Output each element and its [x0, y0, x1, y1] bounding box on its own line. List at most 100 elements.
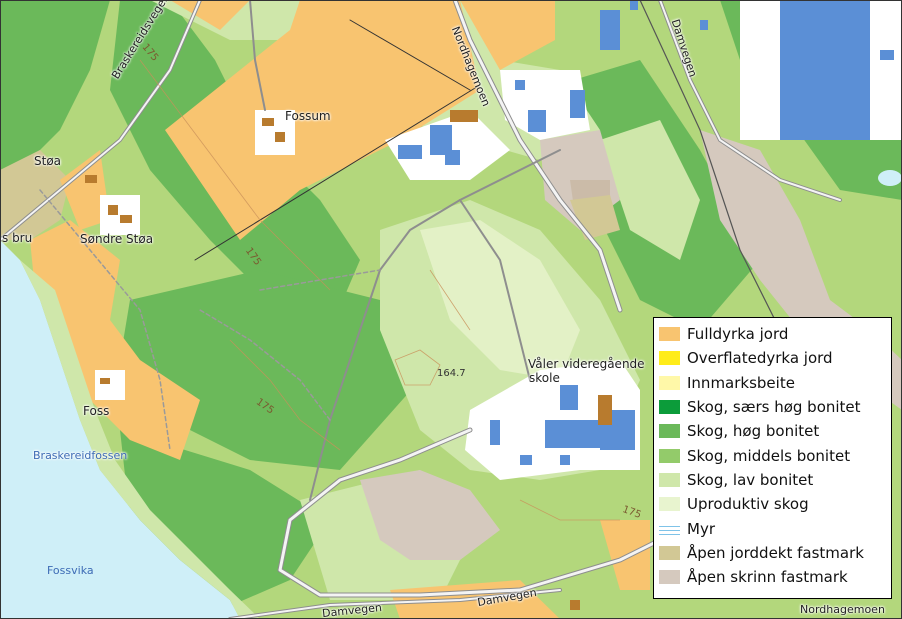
power-line: [194, 84, 481, 261]
legend-swatch: [659, 327, 680, 342]
place-label-fossum: Fossum: [285, 109, 331, 123]
legend-label: Fulldyrka jord: [687, 325, 789, 344]
building: [560, 455, 570, 465]
legend-label: Skog, høg bonitet: [687, 422, 820, 441]
place-label-foss: Foss: [83, 404, 110, 418]
legend-label: Åpen jorddekt fastmark: [687, 543, 864, 562]
contour-line: [394, 349, 441, 386]
building: [445, 150, 460, 165]
lake-water: [0, 240, 240, 619]
power-line: [349, 19, 471, 91]
building: [520, 455, 532, 465]
contour-line: [229, 339, 341, 451]
school-building: [545, 420, 605, 448]
path-dashed: [259, 269, 381, 291]
legend-swatch: [659, 522, 680, 535]
legend-swatch: [659, 351, 680, 366]
legend-item: Skog, middels bonitet: [659, 443, 886, 467]
building: [430, 125, 452, 155]
legend-swatch: [659, 448, 680, 463]
farm-building: [108, 205, 118, 215]
place-label-valer-skole-line2: skole: [529, 371, 560, 385]
forest-high-area: [120, 270, 420, 470]
legend-item: Uproduktiv skog: [659, 492, 886, 516]
farm-building: [262, 118, 274, 126]
farm-site: [95, 370, 125, 400]
legend-swatch: [659, 424, 680, 439]
legend-label: Skog, særs høg bonitet: [687, 398, 861, 417]
legend-swatch: [659, 497, 680, 512]
road-inner: [309, 199, 461, 501]
cultivated-field: [60, 150, 110, 230]
water-label-fossvika: Fossvika: [47, 564, 94, 577]
open-soil-area: [0, 150, 70, 240]
building: [880, 50, 894, 60]
road-label-nordhagemoen-bottom: Nordhagemoen: [800, 603, 885, 616]
legend-swatch: [659, 375, 680, 390]
legend-item: Skog, særs høg bonitet: [659, 395, 886, 419]
legend-item: Fulldyrka jord: [659, 322, 886, 346]
shore-strip: [20, 260, 260, 619]
cultivated-field: [165, 0, 480, 240]
legend-item: Skog, lav bonitet: [659, 468, 886, 492]
place-label-sondre-stoa: Søndre Støa: [80, 232, 154, 246]
farm-building: [450, 110, 478, 122]
legend-item: Åpen skrinn fastmark: [659, 565, 886, 589]
road-farm: [199, 309, 331, 421]
legend-item: Åpen jorddekt fastmark: [659, 541, 886, 565]
legend-label: Innmarksbeite: [687, 373, 795, 392]
path-dashed: [39, 189, 171, 451]
water-label-braskereidfossen: Braskereidfossen: [33, 449, 128, 462]
legend-label: Skog, middels bonitet: [687, 446, 851, 465]
farm-building: [85, 175, 97, 183]
contour-line: [139, 59, 331, 291]
road-nordhagemoen: [453, 0, 622, 312]
bare-ground-area: [360, 470, 500, 560]
legend-label: Uproduktiv skog: [687, 495, 809, 514]
road-inner: [459, 199, 531, 381]
cultivated-field: [170, 0, 250, 30]
road-farm: [249, 0, 266, 111]
legend-item: Overflatedyrka jord: [659, 346, 886, 370]
legend-item: Myr: [659, 516, 886, 540]
building: [515, 80, 525, 90]
building: [630, 0, 638, 10]
legend-swatch: [659, 472, 680, 487]
forest-high-area: [0, 0, 110, 170]
large-building: [780, 0, 870, 140]
legend-label: Skog, lav bonitet: [687, 470, 814, 489]
legend-swatch: [659, 545, 680, 560]
building: [570, 90, 585, 118]
school-farm-building: [598, 395, 612, 425]
road-damvegen: [659, 0, 841, 201]
legend-label: Myr: [687, 519, 715, 538]
road-inner: [459, 149, 561, 201]
forest-low-area: [600, 120, 700, 260]
cultivated-field: [30, 220, 200, 460]
legend-label: Åpen skrinn fastmark: [687, 568, 848, 587]
farm-building: [120, 215, 132, 223]
legend-label: Overflatedyrka jord: [687, 349, 833, 368]
legend-item: Innmarksbeite: [659, 371, 886, 395]
place-label-s-bru: s bru: [2, 231, 33, 245]
place-label-valer-skole-line1: Våler videregående: [528, 357, 645, 371]
farm-building: [100, 378, 110, 384]
road-braskereidsvegen: [0, 0, 201, 241]
unproductive-forest: [420, 220, 580, 380]
pond: [878, 170, 902, 186]
contour-line: [519, 499, 620, 521]
building: [490, 420, 500, 445]
school-building: [560, 385, 578, 410]
contour-line: [429, 269, 471, 331]
legend-swatch: [659, 570, 680, 585]
road-loop: [278, 428, 662, 597]
farm-building: [570, 600, 580, 610]
building: [700, 20, 708, 30]
building: [398, 145, 422, 159]
building: [528, 110, 546, 132]
legend-item: Skog, høg bonitet: [659, 419, 886, 443]
place-label-stoa: Støa: [34, 154, 62, 168]
